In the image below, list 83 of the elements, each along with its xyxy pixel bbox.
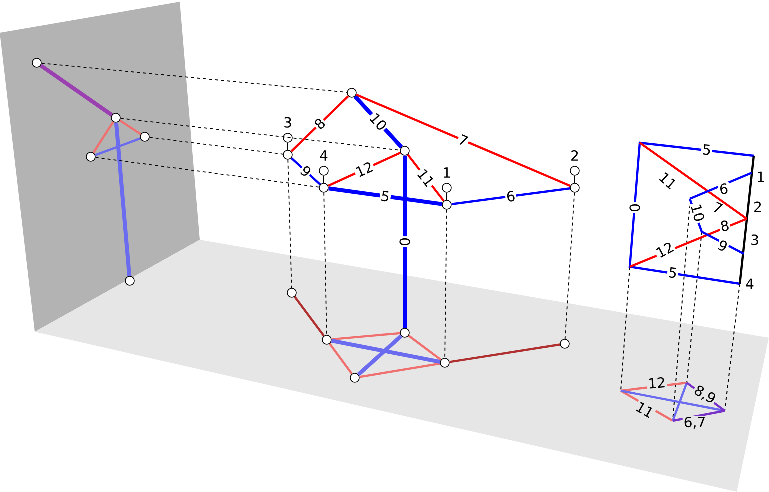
joint-circle xyxy=(283,150,293,160)
line-number: 12 xyxy=(646,376,668,390)
edge-label: 10 xyxy=(367,110,390,134)
line-number: 5 xyxy=(701,143,713,157)
joint-circle xyxy=(86,152,96,162)
line-number: 7 xyxy=(710,200,726,216)
edge-label: 5 xyxy=(379,190,392,204)
edge-line xyxy=(354,95,404,149)
line-number: 0 xyxy=(628,202,642,214)
line-number: 4 xyxy=(746,278,754,290)
edge-line xyxy=(95,138,141,156)
edge-line xyxy=(290,96,350,152)
edge-line xyxy=(356,94,571,188)
edge-label: 7 xyxy=(456,132,471,148)
joint-circle xyxy=(319,183,329,193)
projection-line xyxy=(444,209,448,359)
line-number: 8,9 xyxy=(691,382,719,408)
edge-line xyxy=(120,120,142,136)
edge-line xyxy=(332,332,400,341)
point-number: 3 xyxy=(284,117,292,128)
joint-circle xyxy=(319,166,329,176)
point-number: 1 xyxy=(444,168,450,178)
line-number: 8 xyxy=(718,218,732,234)
edge-line xyxy=(360,362,440,378)
line-number: 2 xyxy=(754,202,762,212)
joint-circle xyxy=(350,373,360,383)
projection-line xyxy=(120,118,401,151)
edge-line xyxy=(574,175,576,184)
projection-line xyxy=(564,192,576,340)
edge-line xyxy=(328,186,442,206)
line-number: 6 xyxy=(718,182,730,196)
edge-label: 12 xyxy=(352,160,376,180)
joint-circle xyxy=(442,200,452,210)
edge-line xyxy=(450,344,560,364)
edge-label: 8 xyxy=(312,116,328,132)
point-number: 4 xyxy=(320,150,328,161)
edge-line xyxy=(446,192,448,201)
joint-circle xyxy=(322,335,332,345)
projection-line xyxy=(288,159,292,289)
projection-line xyxy=(41,63,348,93)
edge-label: 0 xyxy=(398,236,412,248)
line-number: 5 xyxy=(666,266,680,280)
edge-label: 11 xyxy=(415,166,437,190)
projection-line xyxy=(149,137,284,155)
edge-line xyxy=(407,154,445,202)
line-number: 3 xyxy=(752,234,758,246)
joint-circle xyxy=(287,288,297,298)
edge-label: 6 xyxy=(504,190,518,204)
joint-circle xyxy=(347,88,357,98)
joint-circle xyxy=(400,328,410,338)
joint-circle xyxy=(32,58,42,68)
joint-circle xyxy=(570,166,580,176)
edge-line xyxy=(329,343,353,375)
joint-circle xyxy=(570,183,580,193)
joint-circle xyxy=(560,339,570,349)
line-number: 10 xyxy=(689,202,707,224)
joint-circle xyxy=(111,113,121,123)
edge-line xyxy=(408,335,442,361)
projection-line xyxy=(324,192,328,336)
joint-circle xyxy=(140,132,150,142)
edge-line xyxy=(290,158,322,186)
line-number: 12 xyxy=(653,240,677,260)
projection-line xyxy=(95,157,320,188)
edge-line xyxy=(92,122,114,154)
line-number: 11 xyxy=(656,170,680,192)
edge-line xyxy=(403,156,407,328)
joint-circle xyxy=(125,276,135,286)
line-number: 9 xyxy=(715,238,731,254)
joint-circle xyxy=(400,146,410,156)
edge-line xyxy=(114,122,132,276)
point-number: 2 xyxy=(572,150,578,161)
edge-line xyxy=(331,338,441,364)
edge-line xyxy=(40,64,114,117)
edge-line xyxy=(452,188,570,206)
joint-circle xyxy=(440,358,450,368)
line-number: 11 xyxy=(633,400,657,420)
joint-circle xyxy=(283,133,293,143)
edge-label: 9 xyxy=(298,163,314,180)
edge-line xyxy=(357,334,403,376)
line-number: 1 xyxy=(758,172,764,182)
edge-line xyxy=(294,296,325,337)
edge-line xyxy=(328,152,401,187)
joint-circle xyxy=(442,183,452,193)
